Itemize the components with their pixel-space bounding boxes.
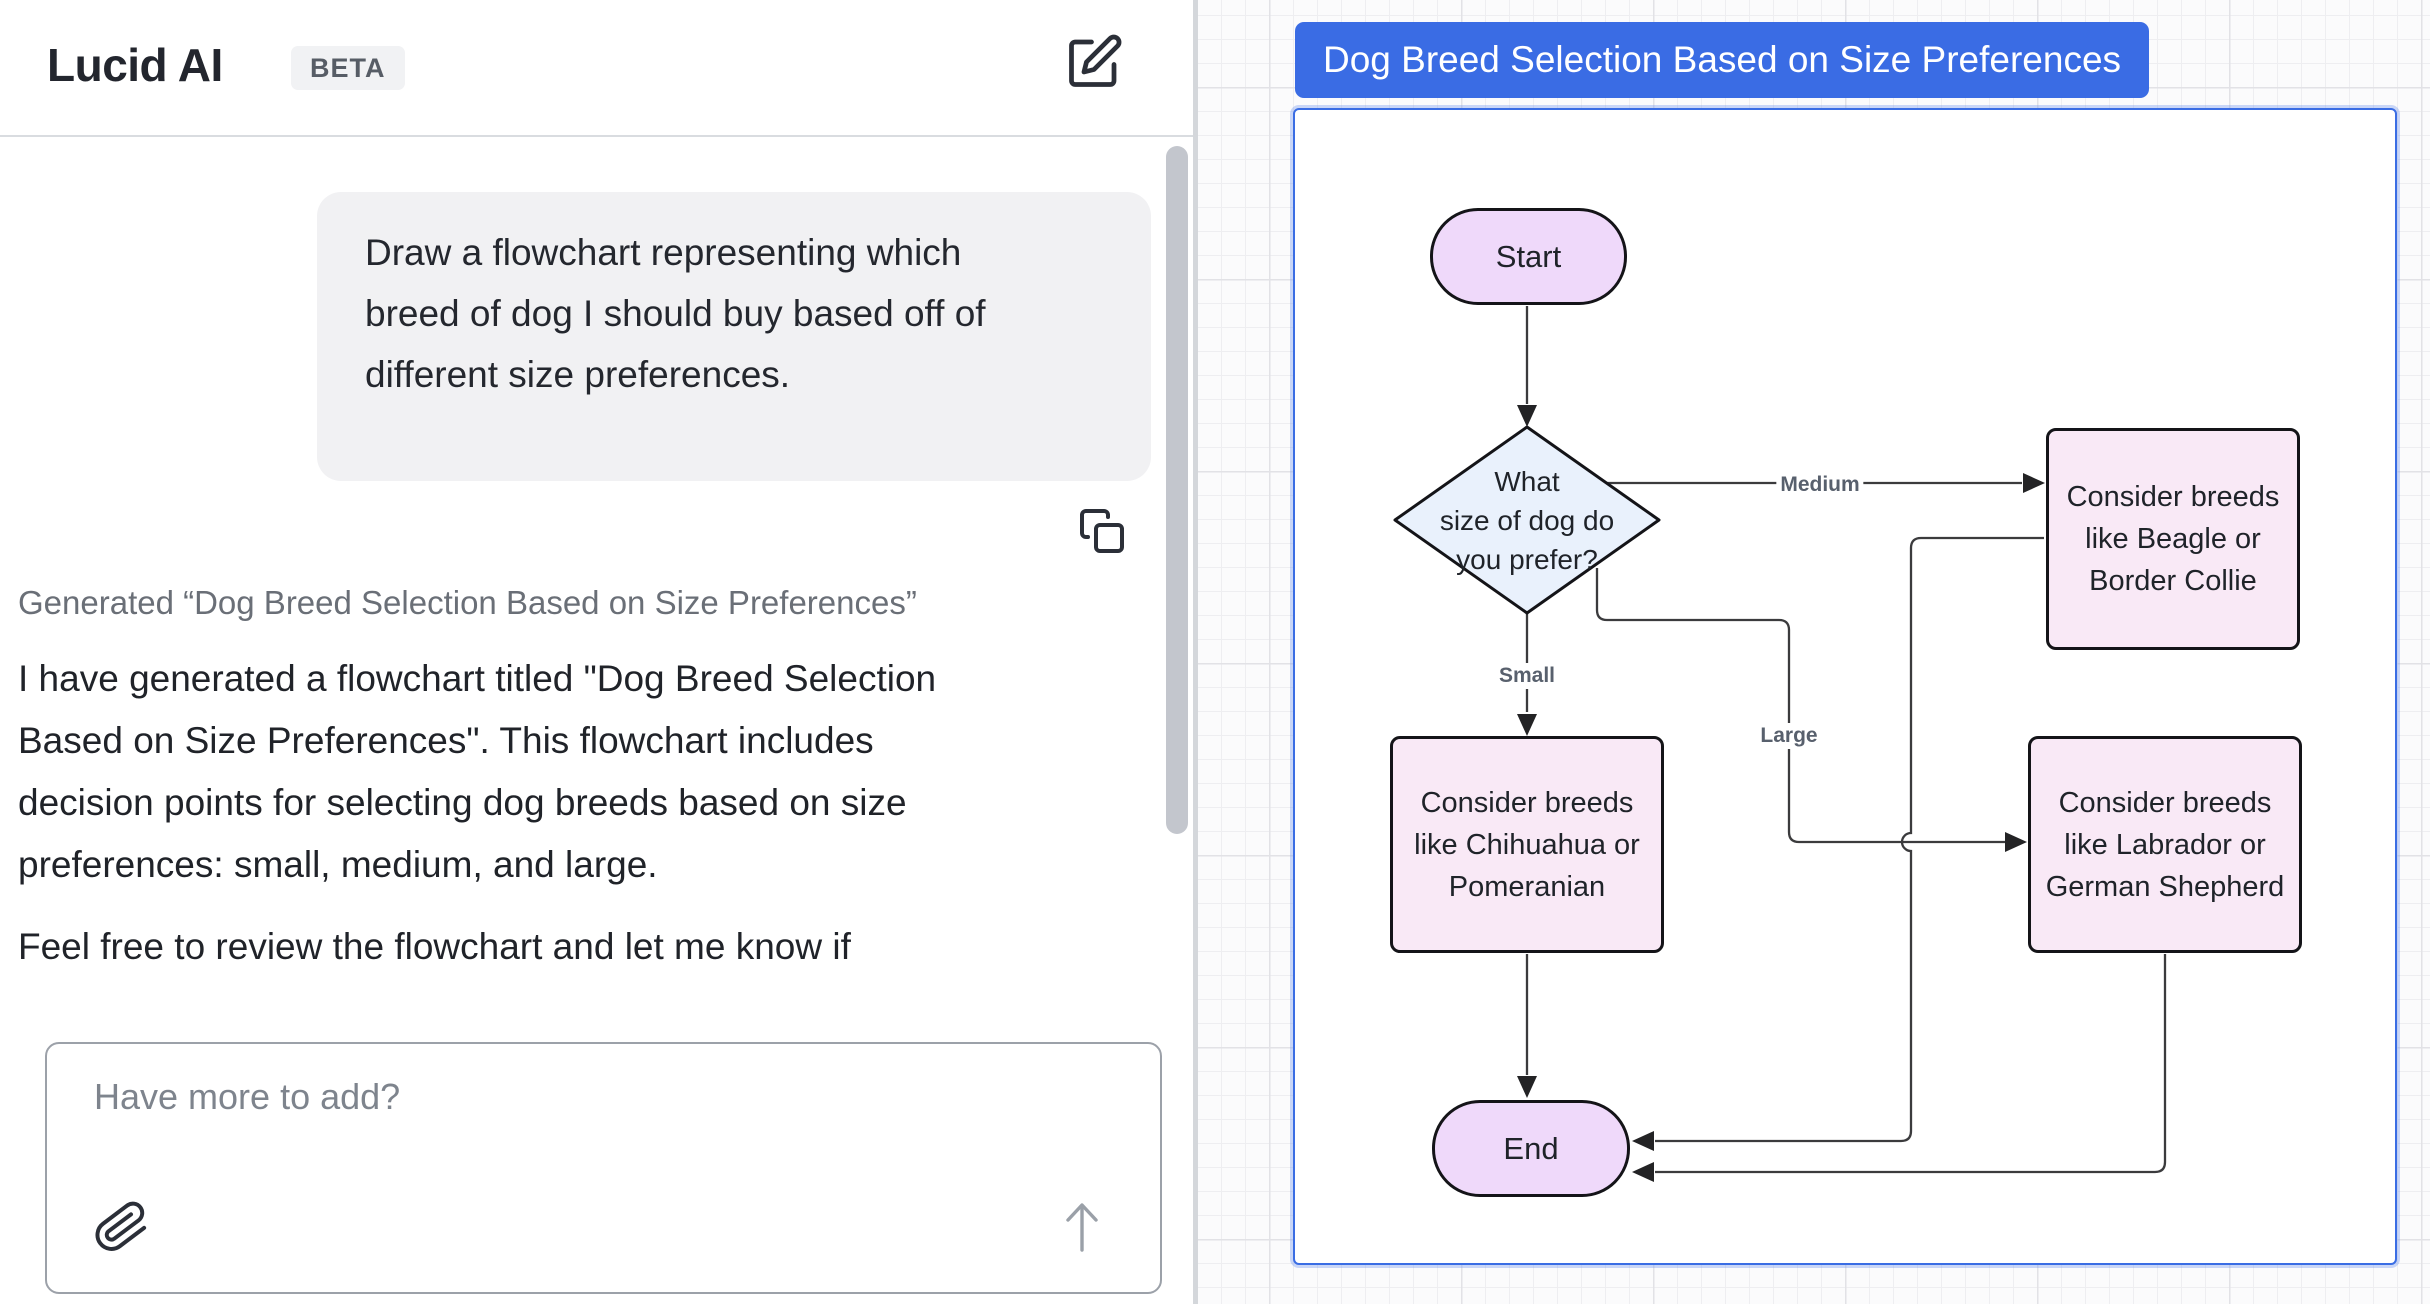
chat-input-field[interactable] <box>92 1074 1086 1188</box>
copy-icon[interactable] <box>1078 506 1126 556</box>
edge-label-small[interactable]: Small <box>1494 663 1560 689</box>
chat-scrollbar-thumb[interactable] <box>1166 146 1188 834</box>
panel-divider <box>1193 0 1198 1304</box>
header-divider <box>0 135 1193 137</box>
node-start[interactable]: Start <box>1430 208 1627 305</box>
beta-badge: BETA <box>291 46 405 90</box>
edge-label-large[interactable]: Large <box>1756 723 1822 749</box>
assistant-paragraph: I have generated a flowchart titled "Dog… <box>18 658 937 885</box>
node-end[interactable]: End <box>1432 1100 1630 1197</box>
paperclip-icon[interactable] <box>94 1196 150 1258</box>
diagram-title-pill[interactable]: Dog Breed Selection Based on Size Prefer… <box>1295 22 2150 98</box>
user-message-text: Draw a flowchart representing which bree… <box>365 232 986 395</box>
chat-panel: Lucid AI BETA Draw a flowchart represent… <box>0 0 1193 1304</box>
edge-label-medium[interactable]: Medium <box>1776 472 1864 498</box>
node-large-breeds[interactable]: Consider breeds like Labrador or German … <box>2028 736 2302 953</box>
user-message-bubble: Draw a flowchart representing which bree… <box>317 192 1151 481</box>
send-arrow-icon[interactable] <box>1056 1198 1108 1254</box>
node-decision[interactable]: What size of dog do you prefer? <box>1439 466 1615 575</box>
node-medium-breeds[interactable]: Consider breeds like Beagle or Border Co… <box>2046 428 2300 650</box>
app-title: Lucid AI <box>47 39 223 91</box>
assistant-followup: Feel free to review the flowchart and le… <box>18 926 851 967</box>
generated-note: Generated “Dog Breed Selection Based on … <box>18 584 917 621</box>
node-small-breeds[interactable]: Consider breeds like Chihuahua or Pomera… <box>1390 736 1664 953</box>
compose-icon[interactable] <box>1064 32 1124 92</box>
